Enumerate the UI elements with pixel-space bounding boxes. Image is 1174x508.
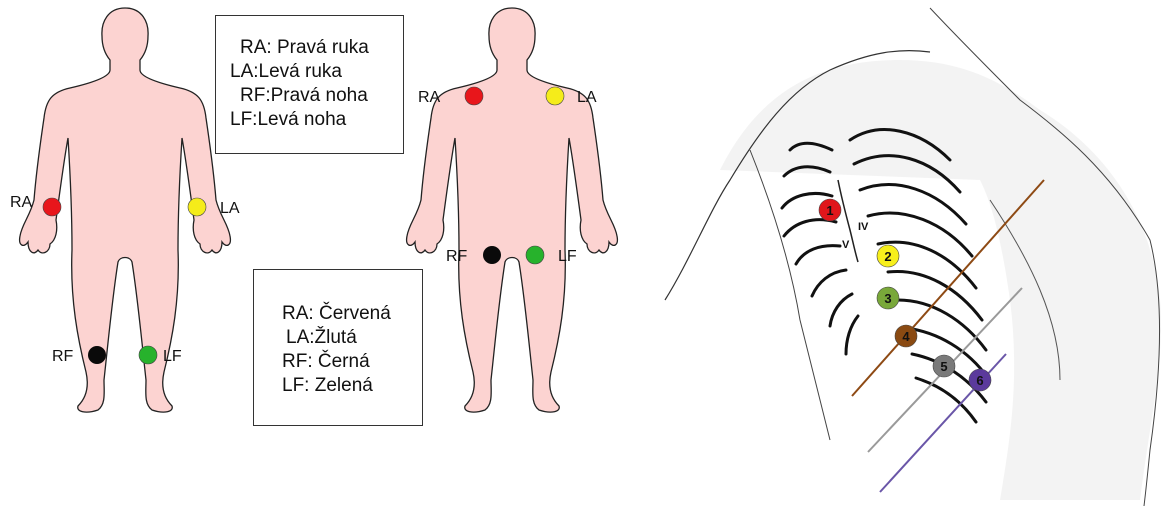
label-ra-2: RA xyxy=(418,89,441,106)
label-intercostal-v: V xyxy=(842,239,850,251)
electrode-v4-number: 4 xyxy=(902,329,910,344)
electrode-v1-number: 1 xyxy=(826,203,833,218)
legend-names-row-rf: RF:Pravá noha xyxy=(230,84,403,108)
legend-names-row-la: LA:Levá ruka xyxy=(230,60,403,84)
electrode-ra-red-2 xyxy=(465,87,483,105)
electrode-la-yellow xyxy=(188,198,206,216)
electrode-la-yellow-2 xyxy=(546,87,564,105)
legend-key: LA: xyxy=(286,326,315,350)
label-la-1: LA xyxy=(220,200,240,217)
label-rf-2: RF xyxy=(446,248,468,265)
body-figure-front: RA LA RF LF xyxy=(10,8,240,412)
electrode-lf-green xyxy=(139,346,157,364)
legend-value: Levá noha xyxy=(257,108,346,132)
legend-value: Pravá noha xyxy=(271,84,368,108)
legend-colors-row-la: LA:Žlutá xyxy=(282,326,422,350)
legend-colors-row-ra: RA: Červená xyxy=(282,302,422,326)
electrode-v2-number: 2 xyxy=(884,249,891,264)
electrode-lf-green-2 xyxy=(526,246,544,264)
electrode-v2: 2 xyxy=(877,245,899,267)
legend-names-row-ra: RA: Pravá ruka xyxy=(230,36,403,60)
legend-electrode-names: RA: Pravá ruka LA:Levá ruka RF:Pravá noh… xyxy=(215,15,404,154)
electrode-rf-black xyxy=(88,346,106,364)
electrode-v3-number: 3 xyxy=(884,291,891,306)
label-intercostal-iv: IV xyxy=(858,221,869,233)
legend-key: LF: xyxy=(282,374,309,398)
body-silhouette-2 xyxy=(407,8,618,412)
electrode-v6-number: 6 xyxy=(976,373,983,388)
electrode-v3: 3 xyxy=(877,287,899,309)
label-lf-2: LF xyxy=(558,248,577,265)
electrode-v5: 5 xyxy=(933,355,955,377)
legend-value: Černá xyxy=(318,350,370,374)
legend-value: Zelená xyxy=(315,374,373,398)
legend-key: LA: xyxy=(230,60,259,84)
legend-value: Pravá ruka xyxy=(277,36,369,60)
body-figure-torso: RA LA RF LF xyxy=(407,8,618,412)
legend-key: LF: xyxy=(230,108,257,132)
legend-key: RA: xyxy=(282,302,314,326)
legend-value: Červená xyxy=(319,302,391,326)
legend-value: Žlutá xyxy=(315,326,357,350)
electrode-v6: 6 xyxy=(969,369,991,391)
legend-key: RF: xyxy=(282,350,313,374)
legend-electrode-colors: RA: Červená LA:Žlutá RF: Černá LF: Zelen… xyxy=(253,269,423,426)
legend-key: RF: xyxy=(240,84,271,108)
legend-value: Levá ruka xyxy=(259,60,342,84)
legend-key: RA: xyxy=(240,36,272,60)
label-la-2: LA xyxy=(577,89,597,106)
electrode-ra-red xyxy=(43,198,61,216)
electrode-rf-black-2 xyxy=(483,246,501,264)
electrode-v5-number: 5 xyxy=(940,359,947,374)
electrode-v1: 1 xyxy=(819,199,841,221)
label-lf-1: LF xyxy=(163,348,182,365)
label-ra-1: RA xyxy=(10,194,33,211)
chest-sketch: IV V 1 2 3 4 5 6 xyxy=(665,8,1161,506)
legend-colors-row-rf: RF: Černá xyxy=(282,350,422,374)
label-rf-1: RF xyxy=(52,348,74,365)
legend-colors-row-lf: LF: Zelená xyxy=(282,374,422,398)
electrode-v4: 4 xyxy=(895,325,917,347)
legend-names-row-lf: LF:Levá noha xyxy=(230,108,403,132)
chest-shading xyxy=(720,60,1161,500)
